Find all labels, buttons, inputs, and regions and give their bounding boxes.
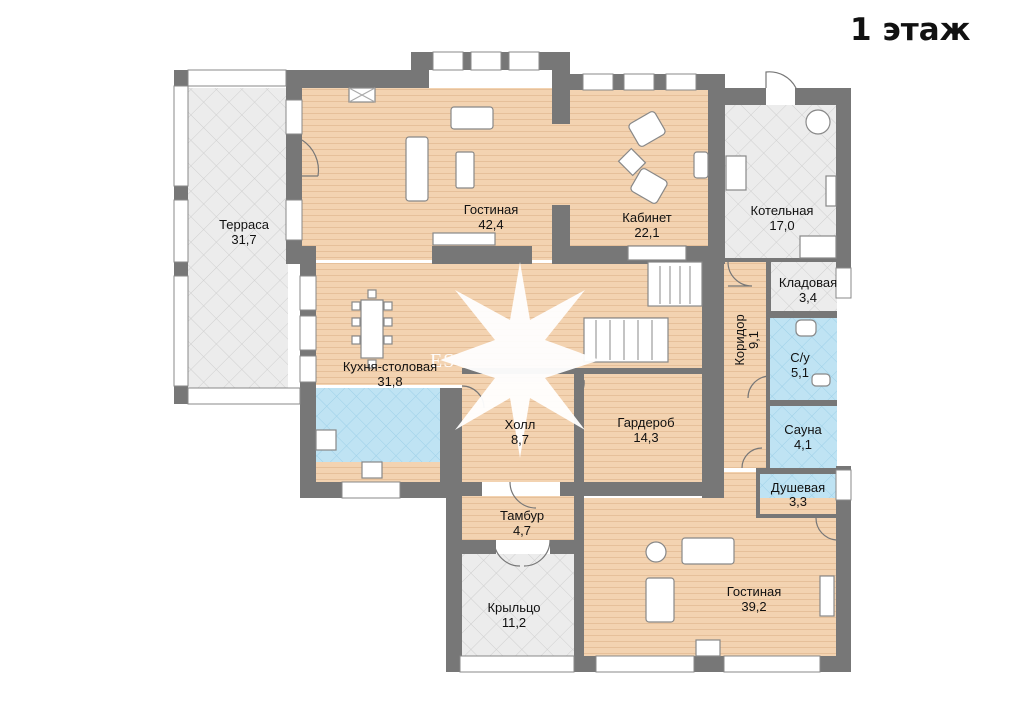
pantry-name: Кладовая (779, 275, 837, 290)
living2-area: 39,2 (741, 599, 766, 614)
shower-area: 3,3 (789, 494, 807, 509)
wardrobe-name: Гардероб (617, 415, 674, 430)
sauna-area: 4,1 (794, 437, 812, 452)
living1-name: Гостиная (464, 202, 519, 217)
kitchen-name: Кухня-столовая (343, 359, 437, 374)
staircase (595, 266, 691, 360)
watermark-text: ES-PROPERTY (430, 350, 572, 372)
terrace-area: 31,7 (231, 232, 256, 247)
living2-floor (584, 498, 836, 656)
kitchen-island-floor (316, 388, 440, 462)
doors (301, 71, 837, 567)
shower-name: Душевая (771, 480, 825, 495)
wc-name: С/у (790, 350, 810, 365)
pantry-floor (769, 262, 837, 311)
living1-area: 42,4 (478, 217, 503, 232)
vestibule-area: 4,7 (513, 523, 531, 538)
corridor-name: Коридор (732, 314, 747, 365)
boiler-area: 17,0 (769, 218, 794, 233)
living2-name: Гостиная (727, 584, 782, 599)
porch-name: Крыльцо (487, 600, 540, 615)
vestibule-name: Тамбур (500, 508, 544, 523)
boiler-name: Котельная (751, 203, 814, 218)
porch-floor (460, 554, 575, 656)
corridor-area: 9,1 (746, 331, 761, 349)
hall-area: 8,7 (511, 432, 529, 447)
pantry-area: 3,4 (799, 290, 817, 305)
furniture (315, 87, 837, 657)
floor-title: 1 этаж (850, 12, 971, 48)
wardrobe-floor (584, 372, 710, 482)
watermark: ES-PROPERTY (430, 262, 600, 458)
sauna-name: Сауна (784, 422, 822, 437)
hall-name: Холл (505, 417, 536, 432)
watermark-star-icon (440, 262, 600, 458)
porch-area: 11,2 (502, 615, 526, 630)
kitchen-area: 31,8 (377, 374, 402, 389)
vestibule-floor (462, 496, 574, 540)
wc-area: 5,1 (791, 365, 809, 380)
terrace-floor (188, 88, 288, 388)
sauna-floor (769, 406, 837, 468)
study-area: 22,1 (634, 225, 659, 240)
wardrobe-area: 14,3 (633, 430, 658, 445)
room-labels: Терраса 31,7 Гостиная 42,4 Кабинет 22,1 … (219, 202, 837, 630)
study-name: Кабинет (622, 210, 671, 225)
windows (173, 51, 852, 673)
terrace-name: Терраса (219, 217, 270, 232)
corridor-floor (724, 262, 766, 468)
